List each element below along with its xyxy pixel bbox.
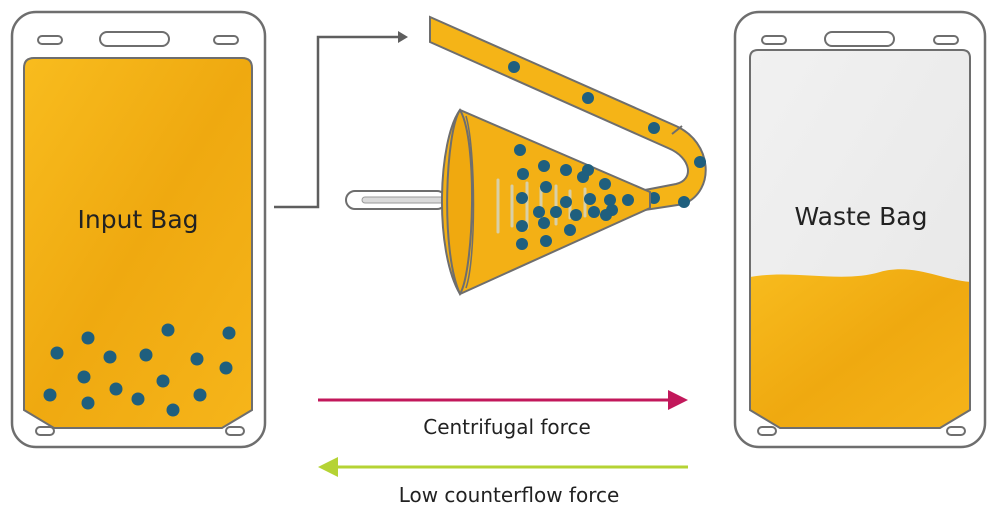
input-bag-fluid [23,57,253,429]
chamber-cell [604,194,616,206]
chamber-cell [560,164,572,176]
chamber-cell [600,209,612,221]
chamber-rim [446,108,473,297]
input-bag-cell [193,388,207,402]
chamber-rim-inner [465,115,475,289]
counterflow-force-arrowhead [318,457,338,477]
tubing-cell [678,196,690,208]
input-bag-cell [139,348,153,362]
tubing-cell [508,61,520,73]
centrifugal-force-arrow: Centrifugal force [318,390,688,439]
input-bag-port-left [37,35,63,45]
feed-line-path [274,35,398,209]
input-bag-label: Input Bag [77,205,198,234]
chamber-cell [540,235,552,247]
input-bag-cell [81,331,95,345]
chamber-cell [588,206,600,218]
chamber-cell [622,194,634,206]
waste-bag-port-left [761,35,787,45]
input-bag-cell [103,350,117,364]
feed-line-arrowhead [398,31,408,43]
input-bag: Input Bag [10,10,267,449]
elutriation-chamber [345,108,651,297]
counterflow-force-arrow: Low counterflow force [318,457,688,507]
chamber-cell [550,206,562,218]
feed-line [274,31,408,209]
waste-bag-handle-slot [824,31,895,47]
chamber-cell [584,193,596,205]
chamber-cells [514,144,634,250]
input-bag-cell [50,346,64,360]
input-bag-cell [43,388,57,402]
tubing-cell [694,156,706,168]
input-bag-cell [219,361,233,375]
waste-bag: Waste Bag [733,10,987,449]
centrifugal-force-label: Centrifugal force [423,415,591,439]
chamber-cell [516,192,528,204]
waste-bag-bottom-port-right [946,426,966,436]
chamber-cell [560,196,572,208]
chamber-cell [599,178,611,190]
tubing-cell [582,92,594,104]
input-bag-cell [190,352,204,366]
chamber-spindle-inner [361,196,445,204]
tubing-cell [648,122,660,134]
input-bag-bottom-port-left [35,426,55,436]
centrifugal-force-arrowhead [668,390,688,410]
waste-bag-fluid [750,269,970,428]
waste-bag-label: Waste Bag [795,202,928,231]
input-bag-cell [161,323,175,337]
tubing-joint [671,125,683,135]
counterflow-force-label: Low counterflow force [399,483,620,507]
chamber-cell [582,164,594,176]
tubing-body [429,15,707,212]
chamber-cell [517,168,529,180]
input-bag-cell [222,326,236,340]
waste-bag-bottom-port-left [757,426,777,436]
waste-bag-port-right [933,35,959,45]
tubing-cells [508,61,706,208]
chamber-cell [564,224,576,236]
input-bag-cell [77,370,91,384]
input-bag-cell [81,396,95,410]
chamber-cell [533,206,545,218]
chamber-cell [538,160,550,172]
input-bag-cell [166,403,180,417]
input-bag-cell [156,374,170,388]
chamber-cell [540,181,552,193]
chamber-cell [570,209,582,221]
chamber-cell [514,144,526,156]
chamber-cell [516,238,528,250]
waste-bag-inner-outline [749,49,971,429]
input-bag-cells [43,323,236,417]
chamber-cell [538,217,550,229]
input-bag-port-right [213,35,239,45]
input-bag-cell [109,382,123,396]
input-bag-handle-slot [99,31,170,47]
input-bag-cell [131,392,145,406]
input-bag-bottom-port-right [225,426,245,436]
chamber-cell [516,220,528,232]
